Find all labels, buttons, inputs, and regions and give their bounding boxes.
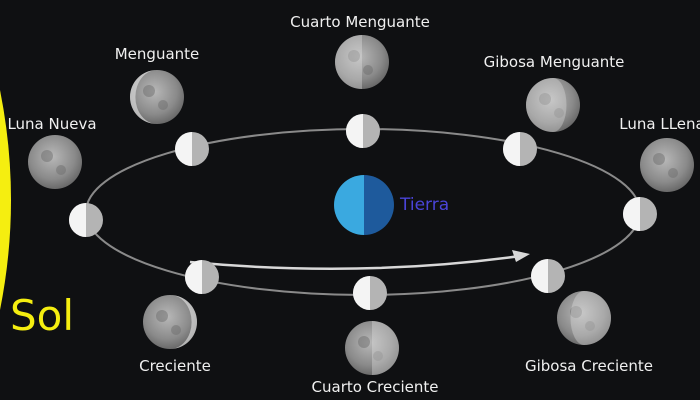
sun-label: Sol	[10, 291, 75, 340]
phase-label-cuarto-creciente: Cuarto Creciente	[311, 378, 439, 396]
phase-label-gibosa-creciente: Gibosa Creciente	[524, 357, 654, 375]
orbit-moon	[175, 132, 209, 166]
phase-moon	[335, 35, 389, 89]
phase-moon	[526, 78, 580, 132]
phase-moon	[143, 295, 197, 349]
phase-label-luna-nueva: Luna Nueva	[7, 115, 97, 133]
phase-label-gibosa-menguante: Gibosa Menguante	[483, 53, 625, 71]
sun	[0, 90, 11, 310]
phase-label-cuarto-menguante: Cuarto Menguante	[290, 13, 430, 31]
orbit-moon	[185, 260, 219, 294]
orbit-moon	[353, 276, 387, 310]
orbit-moon	[623, 197, 657, 231]
orbit-moon	[531, 259, 565, 293]
phase-moon	[557, 291, 611, 345]
phase-label-creciente: Creciente	[139, 357, 211, 375]
direction-arrow	[189, 254, 521, 270]
phase-moon	[345, 321, 399, 375]
earth	[334, 175, 394, 235]
phase-moon	[28, 135, 82, 189]
orbit-moons	[69, 114, 657, 310]
orbit-moon	[503, 132, 537, 166]
earth-label: Tierra	[400, 195, 450, 215]
phase-label-menguante: Menguante	[114, 45, 200, 63]
orbit-moon	[69, 203, 103, 237]
orbit-moon	[346, 114, 380, 148]
arrow-head-icon	[512, 250, 530, 262]
phase-moon	[130, 70, 184, 124]
phase-moons	[28, 35, 694, 375]
phase-moon	[640, 138, 694, 192]
phase-label-luna-llena: Luna LLena	[619, 115, 700, 133]
